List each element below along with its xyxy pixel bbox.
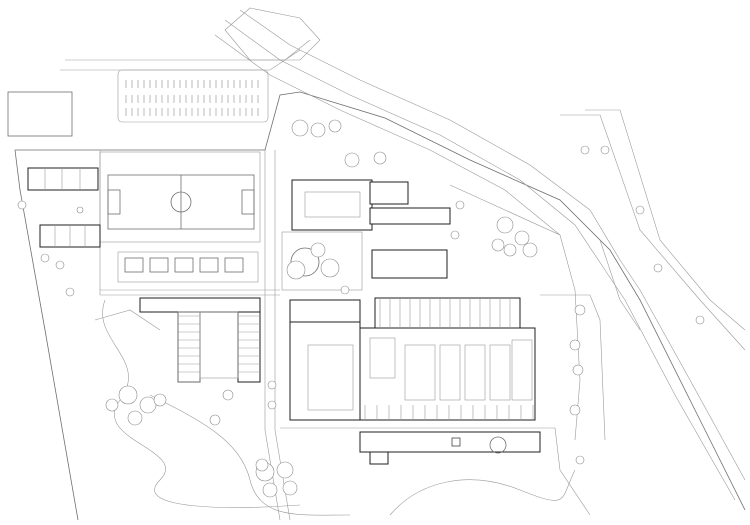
tree	[255, 458, 269, 472]
tree	[653, 263, 663, 273]
parking-lot-upper	[224, 7, 321, 61]
main-complex	[289, 297, 536, 421]
tree	[76, 206, 84, 214]
tree	[569, 339, 581, 351]
tree	[575, 455, 585, 465]
west-wing	[139, 297, 261, 383]
central-plaza	[281, 231, 363, 291]
tree	[514, 230, 530, 246]
tree	[139, 396, 157, 414]
tree	[600, 145, 610, 155]
north-building	[291, 179, 451, 279]
tree	[373, 151, 387, 165]
tree	[635, 205, 645, 215]
soccer-field	[99, 151, 261, 243]
tree	[222, 389, 234, 401]
trees	[17, 119, 705, 498]
tree	[455, 200, 465, 210]
tree	[127, 410, 143, 426]
tree	[267, 380, 277, 390]
tree	[320, 258, 340, 278]
tree	[105, 398, 119, 412]
tree	[580, 145, 590, 155]
room	[177, 311, 201, 383]
courts	[117, 251, 259, 283]
tree	[55, 260, 65, 270]
tree	[153, 393, 167, 407]
tree	[574, 304, 586, 316]
tree	[262, 482, 278, 498]
residential-blocks	[27, 167, 101, 248]
tree	[572, 364, 584, 376]
tree	[340, 285, 350, 295]
tree	[40, 253, 50, 263]
tree	[310, 122, 326, 138]
parking-lot-north	[117, 69, 269, 123]
tree	[496, 216, 514, 234]
tree	[276, 461, 294, 479]
tree	[65, 287, 75, 297]
tree	[569, 404, 581, 416]
tree	[695, 315, 705, 325]
tree	[17, 200, 27, 210]
tree	[209, 414, 221, 426]
tree	[344, 152, 360, 168]
tree	[450, 230, 460, 240]
tree	[491, 238, 505, 252]
tree	[282, 480, 298, 496]
tree	[310, 242, 326, 258]
tree	[267, 400, 277, 410]
tree	[522, 242, 538, 258]
tree	[291, 119, 309, 137]
tree	[503, 243, 517, 257]
tree	[286, 260, 306, 280]
tree	[118, 385, 138, 405]
tree	[328, 119, 342, 133]
south-building	[359, 431, 541, 465]
main-road	[214, 9, 746, 501]
outbuilding	[7, 91, 73, 137]
